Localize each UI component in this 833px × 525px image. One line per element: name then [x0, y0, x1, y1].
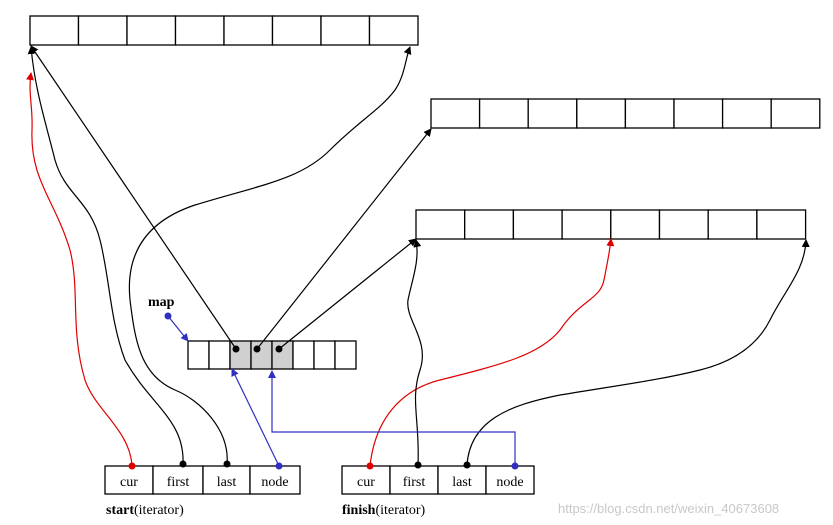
start-iterator: cur first last node: [104, 465, 301, 495]
buffer-2-slot-6: [721, 98, 772, 129]
start-cur-arrow: [26, 72, 133, 467]
finish-iterator-first-field: [389, 465, 439, 495]
buffer-3-slot-2: [512, 209, 563, 240]
finish-iterator-cur-field: [341, 465, 391, 495]
finish-iterator-last-label: last: [452, 475, 472, 490]
finish-iterator-node-label: node: [496, 475, 523, 490]
buffer-2-slot-1: [478, 98, 529, 129]
finish-node-arrow: [268, 370, 516, 466]
start-iterator-cur-label: cur: [120, 475, 138, 490]
finish-iterator: cur first last node: [341, 465, 535, 495]
start-caption-rest: (iterator): [134, 503, 184, 518]
start-iterator-cur-field: [104, 465, 154, 495]
start-first-arrow: [27, 46, 184, 465]
buffer-1-slot-6: [320, 15, 371, 46]
buffer-2-slot-5: [673, 98, 724, 129]
buffer-2: [430, 98, 821, 129]
finish-first-arrow: [407, 239, 423, 466]
buffer-3-slot-1: [464, 209, 515, 240]
start-iterator-first-field: [152, 465, 204, 495]
buffer-1-slot-0: [29, 15, 80, 46]
buffer-3: [415, 209, 807, 240]
buffer-2-slot-2: [527, 98, 578, 129]
buffer-1-slot-3: [174, 15, 225, 46]
finish-iterator-first-label: first: [403, 475, 426, 490]
buffer-3-slot-5: [658, 209, 709, 240]
buffer-3-slot-6: [707, 209, 758, 240]
buffer-3-slot-4: [610, 209, 661, 240]
map-pointer-arrow: [167, 315, 189, 342]
buffer-1: [29, 15, 419, 46]
start-iterator-node-label: node: [261, 475, 288, 490]
finish-iterator-cur-label: cur: [357, 475, 375, 490]
map-slot-6: [313, 340, 336, 370]
finish-caption-bold: finish: [342, 503, 376, 518]
buffer-2-slot-4: [624, 98, 675, 129]
start-iterator-first-label: first: [167, 475, 190, 490]
buffer-1-slot-7: [368, 15, 419, 46]
buffer-1-slot-4: [223, 15, 274, 46]
finish-caption: finish(iterator): [342, 503, 426, 518]
map-slot-3: [250, 340, 273, 370]
map-slot-7: [334, 340, 357, 370]
map-to-buffer-2-arrow: [256, 128, 432, 350]
start-iterator-last-field: [202, 465, 251, 495]
start-iterator-node-field: [249, 465, 301, 495]
buffer-2-slot-0: [430, 98, 481, 129]
finish-last-arrow: [466, 239, 810, 466]
map-array: [187, 340, 357, 370]
buffer-1-slot-5: [271, 15, 322, 46]
map-slot-5: [292, 340, 315, 370]
map-to-buffer-1-arrow: [30, 45, 237, 350]
buffer-1-slot-1: [77, 15, 128, 46]
map-slot-1: [208, 340, 231, 370]
buffer-3-slot-3: [561, 209, 612, 240]
map-to-buffer-3-arrow: [278, 238, 417, 350]
buffer-2-slot-7: [770, 98, 821, 129]
map-label: map: [148, 295, 175, 310]
buffer-2-slot-3: [576, 98, 627, 129]
finish-caption-rest: (iterator): [375, 503, 425, 518]
finish-cur-arrow: [369, 238, 615, 467]
start-caption-bold: start: [106, 503, 134, 518]
buffer-3-slot-7: [756, 209, 807, 240]
map-slot-0: [187, 340, 210, 370]
map-slot-4: [271, 340, 294, 370]
start-last-arrow: [128, 46, 412, 465]
start-iterator-last-label: last: [217, 475, 237, 490]
finish-iterator-node-field: [485, 465, 535, 495]
start-node-arrow: [231, 368, 280, 467]
buffer-3-slot-0: [415, 209, 466, 240]
buffer-1-slot-2: [126, 15, 177, 46]
start-caption: start(iterator): [106, 503, 184, 518]
watermark: https://blog.csdn.net/weixin_40673608: [558, 501, 779, 516]
